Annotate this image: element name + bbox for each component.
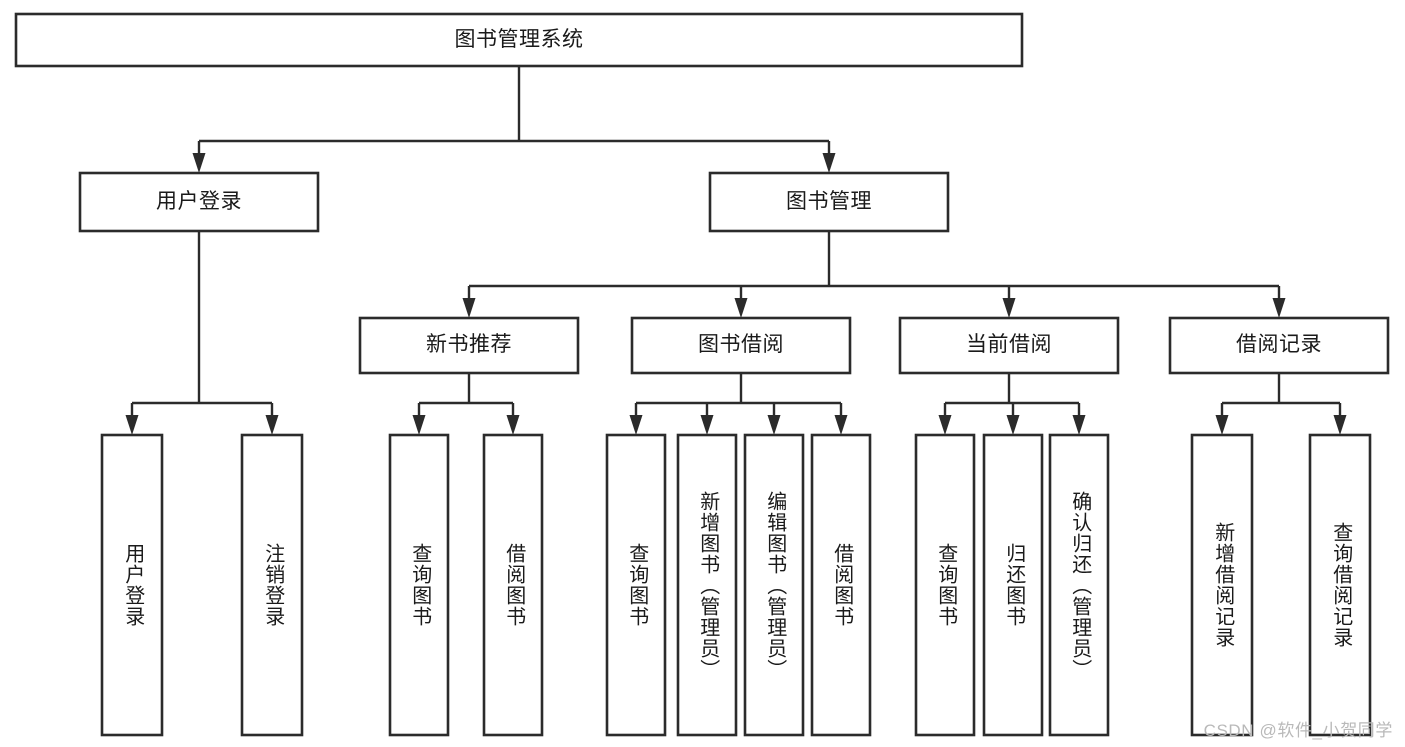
node-box-leaf-confirm-return[interactable] xyxy=(1048,433,1110,737)
node-box-leaf-add-record[interactable] xyxy=(1190,433,1254,737)
node-box-book-manage[interactable] xyxy=(708,171,950,233)
node-box-leaf-query-book-borrow[interactable] xyxy=(605,433,667,737)
node-layer xyxy=(14,12,1390,737)
node-box-root[interactable] xyxy=(14,12,1024,68)
node-box-leaf-user-logout[interactable] xyxy=(240,433,304,737)
node-box-current-borrow[interactable] xyxy=(898,316,1120,375)
edge-group-user-login xyxy=(125,231,279,435)
node-box-leaf-add-book[interactable] xyxy=(676,433,738,737)
node-box-leaf-edit-book[interactable] xyxy=(743,433,805,737)
node-box-new-book-rec[interactable] xyxy=(358,316,580,375)
edge-group-new-book-rec xyxy=(412,373,520,435)
node-box-leaf-borrow-book[interactable] xyxy=(810,433,872,737)
node-box-borrow-record[interactable] xyxy=(1168,316,1390,375)
edge-group-book-borrow xyxy=(629,373,848,435)
node-box-leaf-borrow-book-rec[interactable] xyxy=(482,433,544,737)
node-box-leaf-user-login[interactable] xyxy=(100,433,164,737)
edge-group-book-manage xyxy=(462,231,1286,318)
node-box-book-borrow[interactable] xyxy=(630,316,852,375)
edge-group-root xyxy=(192,66,836,173)
connector-layer xyxy=(125,66,1347,435)
node-box-user-login[interactable] xyxy=(78,171,320,233)
edge-group-borrow-record xyxy=(1215,373,1347,435)
node-box-leaf-query-book-cur[interactable] xyxy=(914,433,976,737)
edge-group-current-borrow xyxy=(938,373,1086,435)
node-box-leaf-query-record[interactable] xyxy=(1308,433,1372,737)
node-box-leaf-query-book-rec[interactable] xyxy=(388,433,450,737)
node-box-leaf-return-book[interactable] xyxy=(982,433,1044,737)
